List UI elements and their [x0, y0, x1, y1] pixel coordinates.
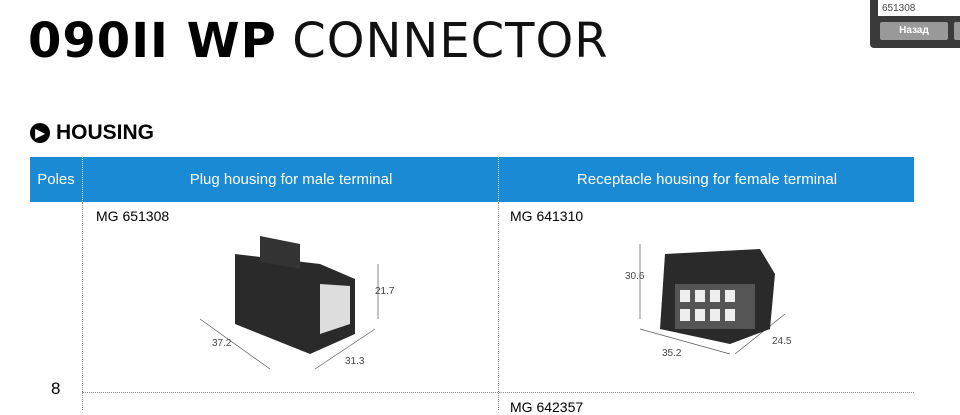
dim-label: 21.7 [375, 286, 395, 297]
title-light: CONNECTOR [292, 13, 609, 69]
page-title: 090II WP CONNECTOR [28, 12, 609, 69]
receptacle-part-number: MG 642357 [510, 399, 584, 415]
plug-housing-image: 21.7 37.2 31.3 [199, 236, 395, 370]
dim-label: 37.2 [212, 338, 232, 349]
header-receptacle: Receptacle housing for female terminal [498, 157, 915, 202]
dim-label: 35.2 [662, 348, 682, 359]
dim-label: 31.3 [345, 356, 365, 367]
receptacle-housing-image: 30.6 35.2 24.5 [625, 244, 792, 359]
table-header: Poles Plug housing for male terminal Rec… [30, 157, 914, 202]
arrow-right-icon: ▶ [30, 123, 50, 143]
title-bold: 090II WP [28, 13, 277, 69]
section-heading: ▶ HOUSING [30, 121, 154, 145]
search-popup: 651308 Назад [870, 0, 960, 48]
plug-part-number: MG 651308 [96, 208, 170, 224]
next-button[interactable] [954, 22, 960, 40]
poles-value: 8 [51, 379, 61, 398]
receptacle-part-number: MG 641310 [510, 208, 584, 224]
section-label: HOUSING [56, 121, 155, 144]
header-poles: Poles [37, 171, 75, 188]
dim-label: 24.5 [772, 336, 792, 347]
divider [498, 202, 499, 410]
back-button[interactable]: Назад [880, 22, 948, 40]
divider [82, 202, 83, 410]
dim-label: 30.6 [625, 271, 645, 282]
header-plug: Plug housing for male terminal [82, 157, 499, 202]
divider [82, 392, 914, 393]
search-input[interactable]: 651308 [878, 0, 960, 16]
